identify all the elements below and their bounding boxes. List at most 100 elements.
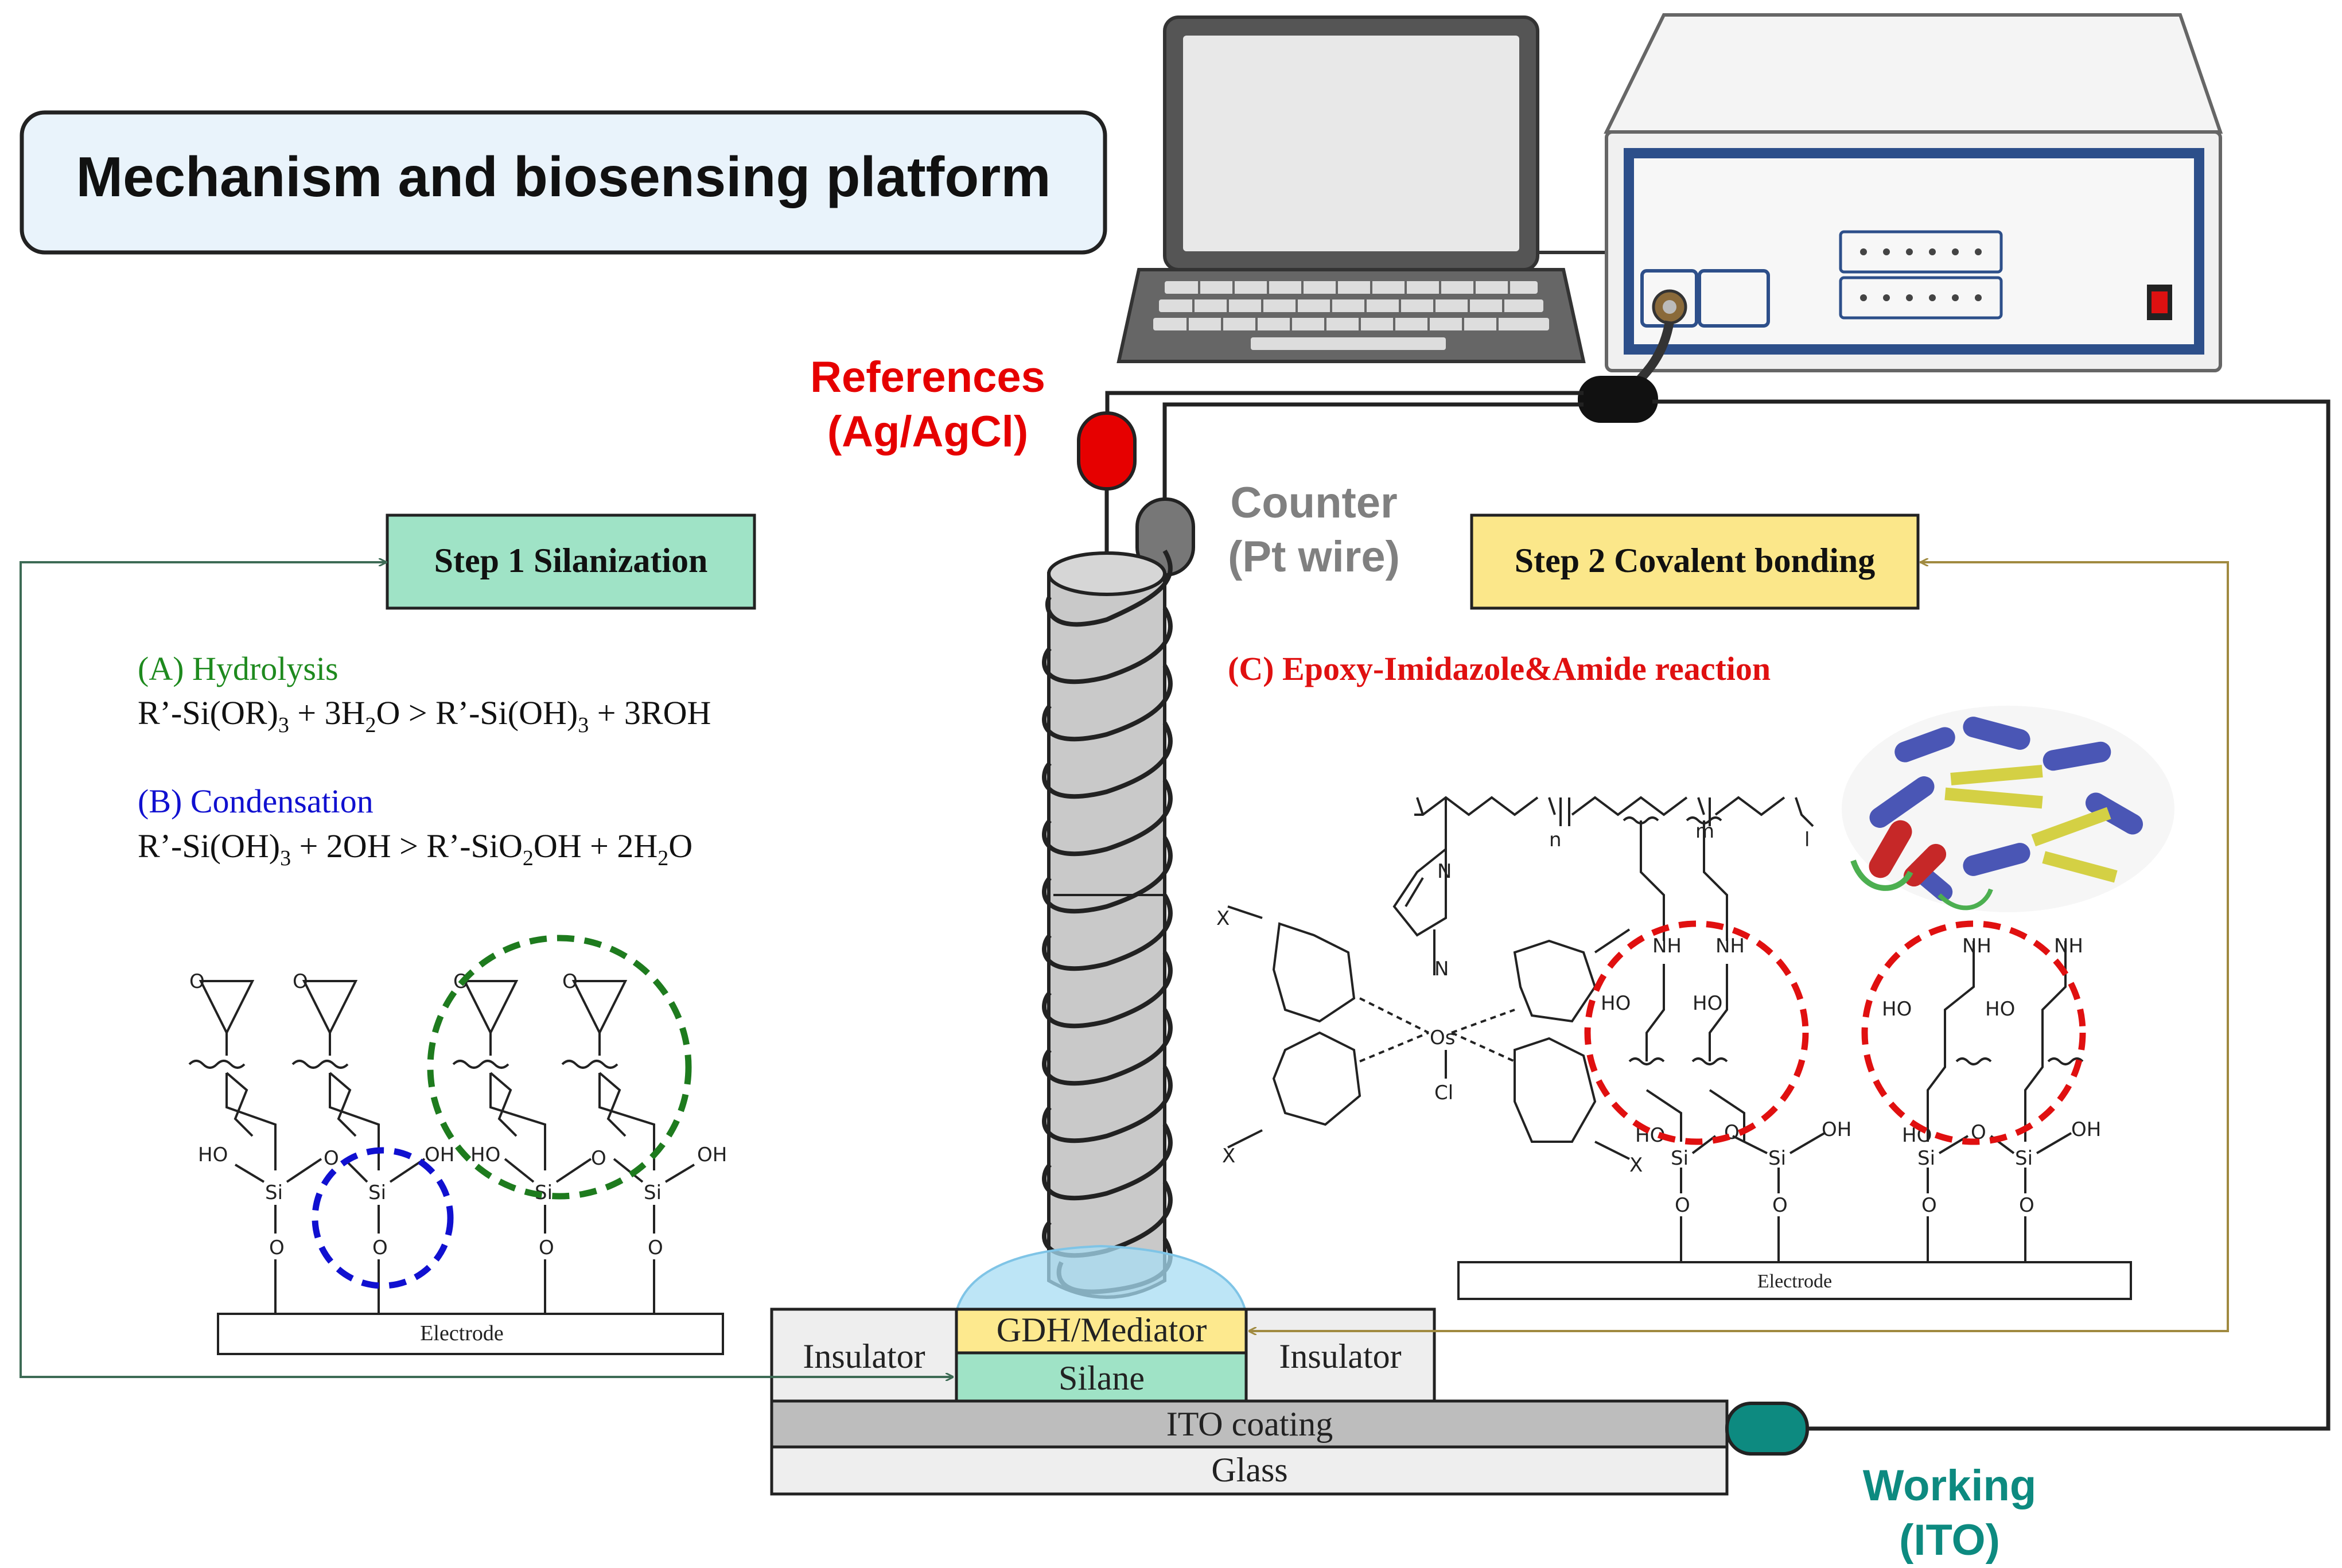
step1-electrode-label: Electrode [420,1321,504,1345]
potentiostat-icon [1604,13,2223,372]
silanization-structure [188,980,695,1314]
svg-text:O: O [539,1236,554,1259]
svg-text:X: X [1222,1145,1235,1168]
hydrolysis-label: (A) Hydrolysis [138,650,339,687]
polymer-backbone [1414,796,2084,1262]
condensation-label: (B) Condensation [138,783,374,820]
svg-text:Si: Si [1768,1147,1786,1170]
step2-electrode-label: Electrode [1757,1271,1832,1292]
svg-text:X: X [1629,1154,1643,1177]
working-label: Working (ITO) [1863,1461,2037,1565]
svg-text:Counter: Counter [1230,478,1397,527]
svg-text:l: l [1804,828,1810,851]
svg-text:n: n [1549,828,1562,851]
svg-text:(Ag/AgCl): (Ag/AgCl) [827,407,1028,456]
svg-text:Cl: Cl [1434,1081,1453,1104]
svg-text:HO: HO [1693,992,1722,1015]
counter-electrode-rod [1047,551,1166,1299]
svg-text:O: O [372,1236,388,1259]
svg-text:NH: NH [1962,935,1991,958]
svg-text:Si: Si [368,1181,386,1204]
step1-panel: Step 1 Silanization (A) Hydrolysis R’-Si… [20,513,952,1377]
svg-text:O: O [2019,1194,2034,1217]
svg-text:OH: OH [697,1143,727,1166]
silane-label: Silane [1059,1359,1145,1397]
step2-label: Step 2 Covalent bonding [1515,542,1875,579]
svg-text:O: O [648,1236,663,1259]
reaction-label: (C) Epoxy-Imidazole&Amide reaction [1228,650,1771,687]
svg-text:NH: NH [2054,935,2083,958]
gdh-label: GDH/Mediator [997,1311,1207,1349]
ito-layer [770,1399,1729,1449]
svg-text:N: N [1434,958,1449,981]
step1-electrode [217,1313,724,1355]
laptop-icon [1116,15,1586,363]
title-box: Mechanism and biosensing platform [20,110,1107,255]
svg-text:Si: Si [1917,1147,1935,1170]
glass-label: Glass [1211,1451,1287,1489]
svg-text:HO: HO [1601,992,1631,1015]
svg-text:O: O [591,1147,606,1170]
cable-junction [1578,376,1658,423]
svg-text:Working: Working [1863,1461,2037,1510]
svg-text:References: References [810,353,1045,402]
step2-arrow-line [1250,561,2229,1331]
ito-label: ITO coating [1166,1405,1333,1443]
hydrolysis-equation: R’-Si(OR)3 + 3H2O > R’-Si(OH)3 + 3ROH [138,694,711,737]
gdh-protein-icon [1842,706,2174,912]
electrode-wires [1105,391,2331,1431]
condensation-equation: R’-Si(OH)3 + 2OH > R’-SiO2OH + 2H2O [138,827,693,870]
svg-text:O: O [562,970,578,993]
bipyridine-left [1227,905,1429,1149]
step2-atoms: n m l X X X Os Cl N N NH NH NH NH HO HO … [1216,820,2101,1217]
svg-text:O: O [293,970,308,993]
step2-panel: Step 2 Covalent bonding (C) Epoxy-Imidaz… [1216,513,2229,1331]
svg-text:X: X [1216,907,1230,930]
insulator-right-label: Insulator [1279,1337,1401,1375]
red-dashed-circle-right [1861,920,2086,1145]
svg-text:Si: Si [265,1181,283,1204]
svg-text:HO: HO [1985,998,2015,1021]
svg-text:OH: OH [425,1143,454,1166]
svg-text:OH: OH [1822,1118,1851,1141]
imidazole-ring [1392,848,1447,975]
svg-text:N: N [1437,860,1452,883]
svg-text:O: O [269,1236,285,1259]
blue-dashed-circle [312,1147,454,1289]
step1-label: Step 1 Silanization [434,542,708,579]
counter-label: Counter (Pt wire) [1228,478,1400,581]
svg-text:OH: OH [2071,1118,2101,1141]
sample-droplet [955,1244,1247,1310]
svg-text:O: O [1921,1194,1937,1217]
bipyridine-right [1445,928,1631,1160]
svg-text:O: O [1772,1194,1788,1217]
svg-text:Si: Si [1671,1147,1689,1170]
insulator-left [770,1308,958,1403]
svg-text:HO: HO [1882,998,1912,1021]
svg-text:Si: Si [644,1181,662,1204]
insulator-left-label: Insulator [803,1337,925,1375]
svg-text:O: O [189,970,205,993]
green-dashed-circle [427,935,692,1200]
step1-arrow-line [20,561,952,1377]
svg-text:HO: HO [198,1143,228,1166]
svg-text:m: m [1695,820,1714,843]
svg-text:(ITO): (ITO) [1899,1516,2000,1565]
svg-text:HO: HO [470,1143,500,1166]
svg-text:O: O [324,1147,339,1170]
svg-text:(Pt wire): (Pt wire) [1228,532,1400,581]
glass-layer [770,1445,1729,1496]
step2-electrode [1457,1261,2132,1300]
svg-text:NH: NH [1652,935,1682,958]
page-title: Mechanism and biosensing platform [76,145,1051,208]
svg-text:NH: NH [1715,935,1745,958]
red-dashed-circle-left [1584,920,1809,1145]
svg-text:O: O [1675,1194,1690,1217]
svg-text:Si: Si [2015,1147,2033,1170]
svg-text:Os: Os [1430,1026,1455,1049]
sensor-stack: Insulator Insulator GDH/Mediator Silane … [770,1308,1729,1496]
reference-label: References (Ag/AgCl) [810,353,1045,456]
working-connector [1725,1402,1809,1456]
